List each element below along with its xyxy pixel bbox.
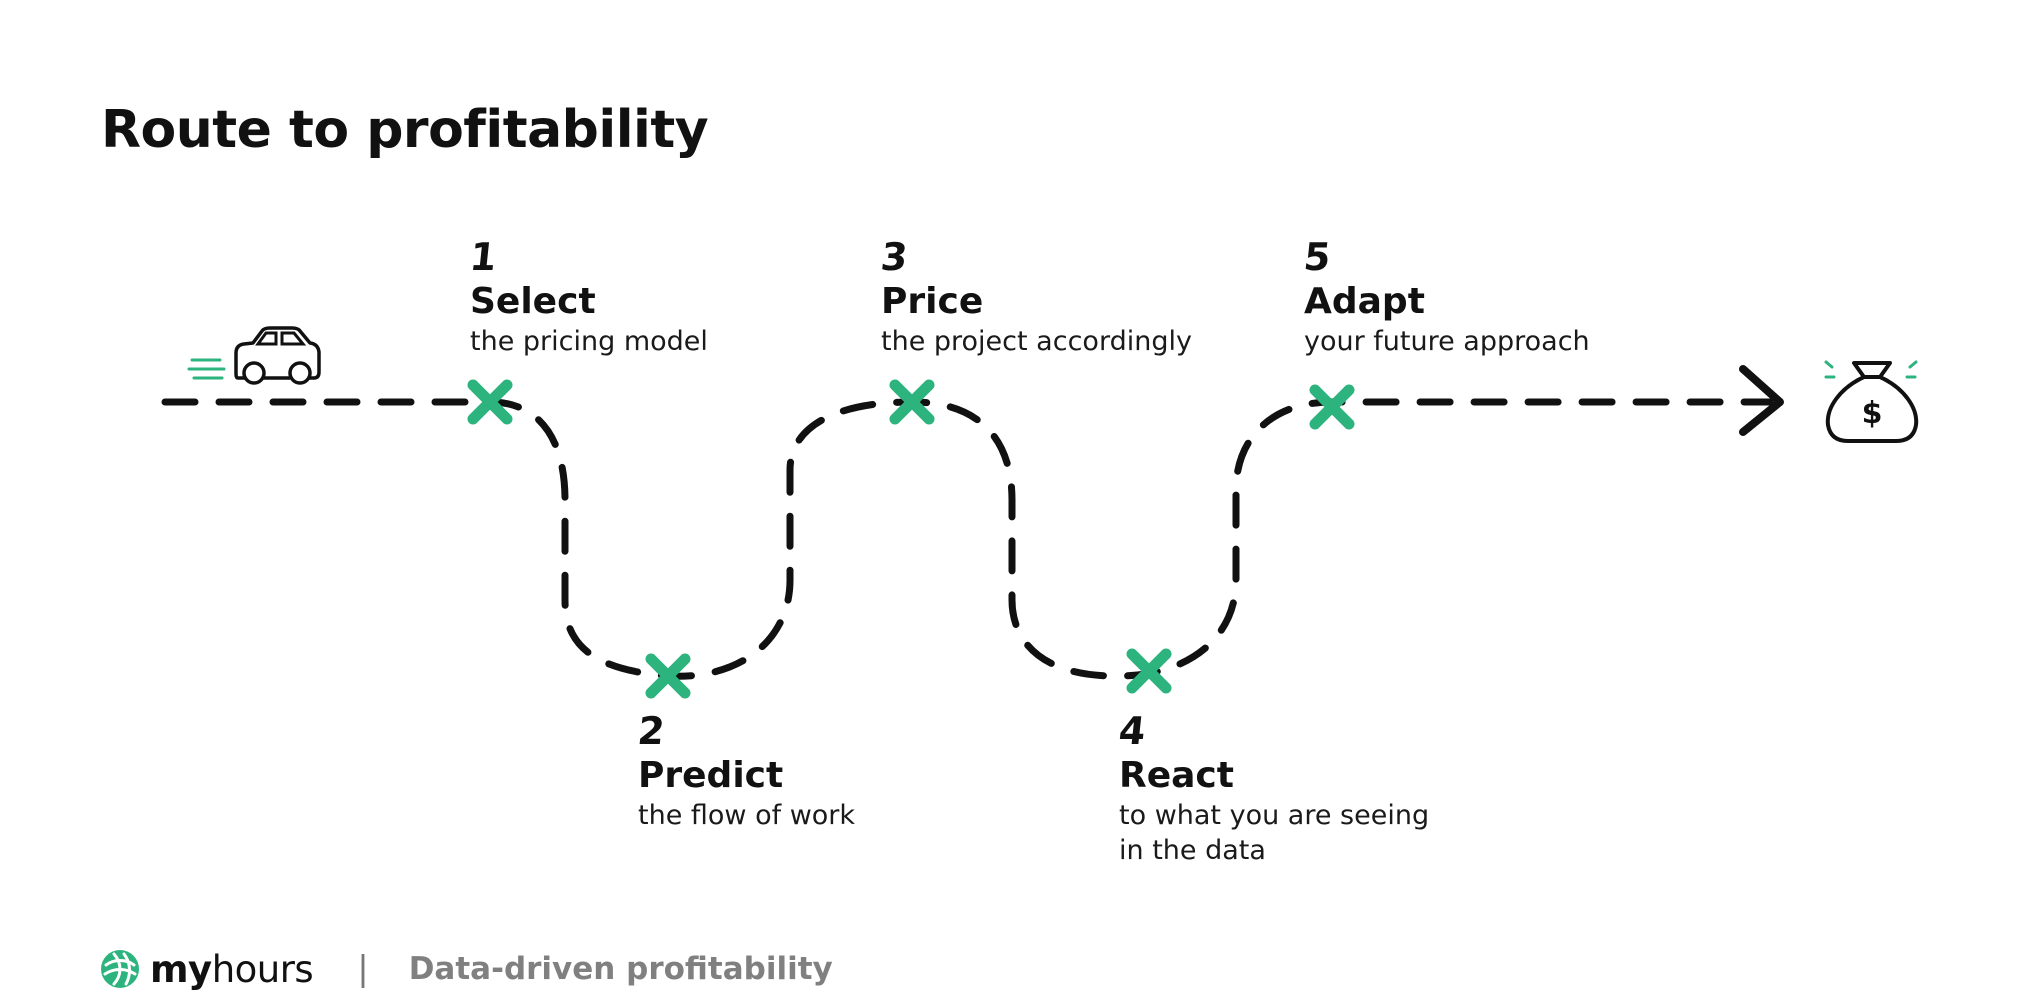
route-path <box>161 398 1774 680</box>
step-5: 5 Adapt your future approach <box>1301 235 1724 359</box>
step-number: 4 <box>1116 709 1148 753</box>
step-description: the project accordingly <box>881 326 1192 357</box>
myhours-logo-icon <box>101 950 139 988</box>
step-name: Adapt <box>1304 281 1425 322</box>
step-name: Price <box>881 281 984 322</box>
step-name: Select <box>470 281 596 322</box>
step-number: 2 <box>635 709 667 753</box>
x-mark-icon <box>1309 384 1355 430</box>
car-icon <box>187 326 321 385</box>
step-description: to what you are seeing <box>1119 800 1430 831</box>
step-number: 5 <box>1301 235 1333 279</box>
step-name: Predict <box>638 755 784 796</box>
step-number: 3 <box>878 235 910 279</box>
x-mark-icon <box>467 379 513 425</box>
svg-text:$: $ <box>1862 396 1883 431</box>
footer-tagline: Data-driven profitability <box>408 951 833 987</box>
step-number: 1 <box>467 235 499 279</box>
footer: myhours | Data-driven profitability <box>100 944 833 994</box>
step-1: 1 Select the pricing model <box>467 235 890 359</box>
brand-name-bold: my <box>150 947 212 991</box>
route-arrow-head <box>1739 365 1784 436</box>
x-mark-icon <box>1126 648 1172 694</box>
step-description: the pricing model <box>470 326 708 357</box>
step-2: 2 Predict the flow of work <box>635 709 1058 833</box>
step-4: 4 React to what you are seeing in the da… <box>1116 709 1539 868</box>
x-mark-icon <box>645 653 691 699</box>
step-description: in the data <box>1119 835 1266 866</box>
step-description: your future approach <box>1304 326 1590 357</box>
brand-name-light: hours <box>211 947 314 991</box>
step-3: 3 Price the project accordingly <box>878 235 1301 359</box>
page-title: Route to profitability <box>101 100 709 160</box>
x-mark-icon <box>889 379 935 425</box>
money-bag-icon: $ <box>1824 360 1919 443</box>
footer-divider: | <box>357 949 369 989</box>
step-name: React <box>1119 755 1234 796</box>
brand-name: myhours <box>150 947 314 991</box>
step-description: the flow of work <box>638 800 856 831</box>
